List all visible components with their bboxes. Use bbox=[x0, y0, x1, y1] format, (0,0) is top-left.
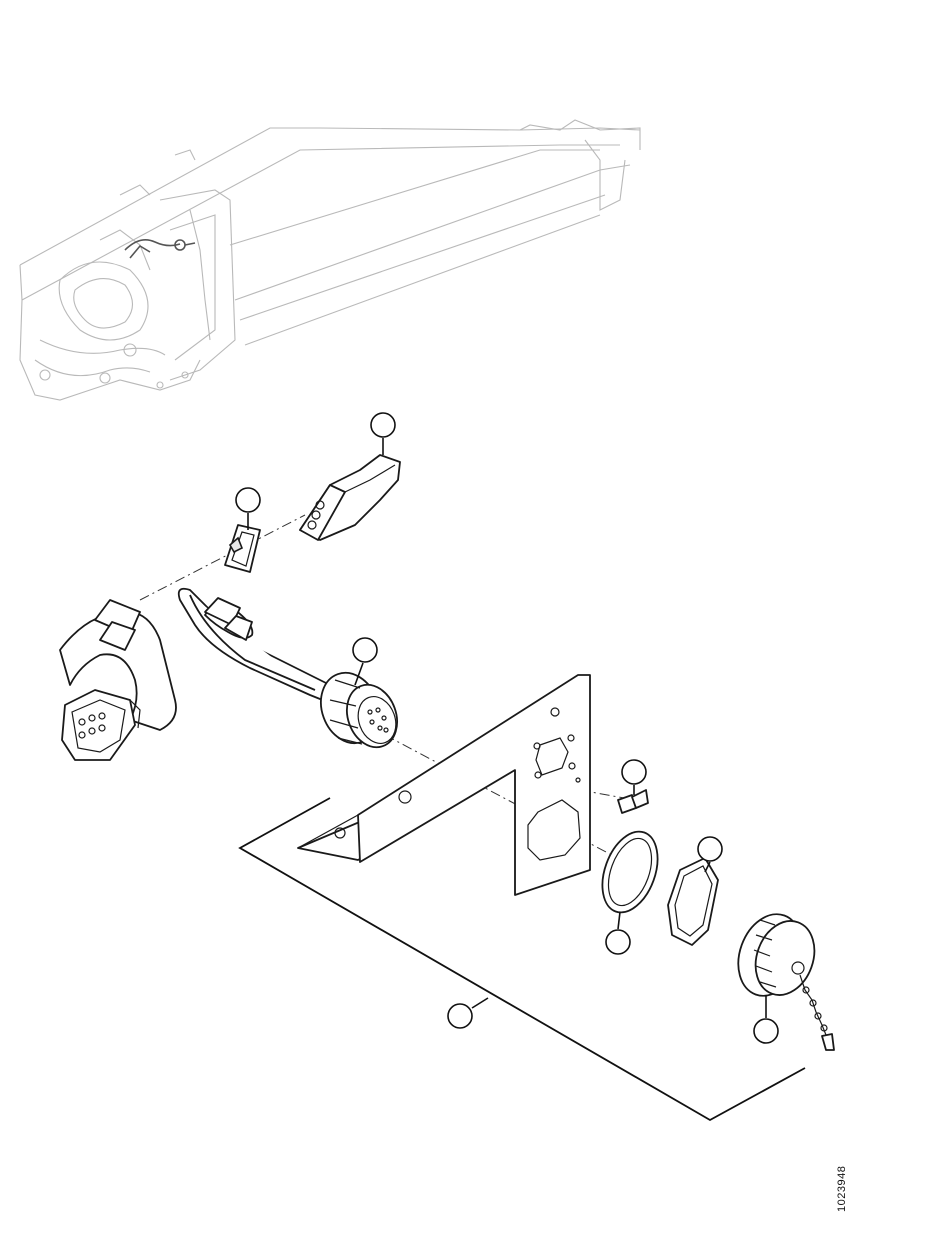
jam-nut bbox=[668, 858, 718, 945]
machine-frame-overview bbox=[20, 120, 640, 400]
wire-harness bbox=[60, 589, 340, 760]
callout-2 bbox=[236, 488, 260, 512]
o-ring bbox=[592, 824, 668, 920]
callout-8 bbox=[448, 1004, 472, 1028]
callout-4 bbox=[622, 760, 646, 784]
screw bbox=[618, 790, 648, 813]
figure-id-number: 1023948 bbox=[836, 1166, 848, 1212]
connector-boot bbox=[300, 455, 400, 540]
callout-7 bbox=[754, 1019, 778, 1043]
callout-6 bbox=[606, 930, 630, 954]
dust-cap bbox=[727, 905, 834, 1050]
connector-seal bbox=[225, 525, 260, 572]
callout-3 bbox=[353, 638, 377, 662]
callout-5 bbox=[698, 837, 722, 861]
round-receptacle bbox=[311, 665, 405, 755]
callout-1 bbox=[371, 413, 395, 437]
